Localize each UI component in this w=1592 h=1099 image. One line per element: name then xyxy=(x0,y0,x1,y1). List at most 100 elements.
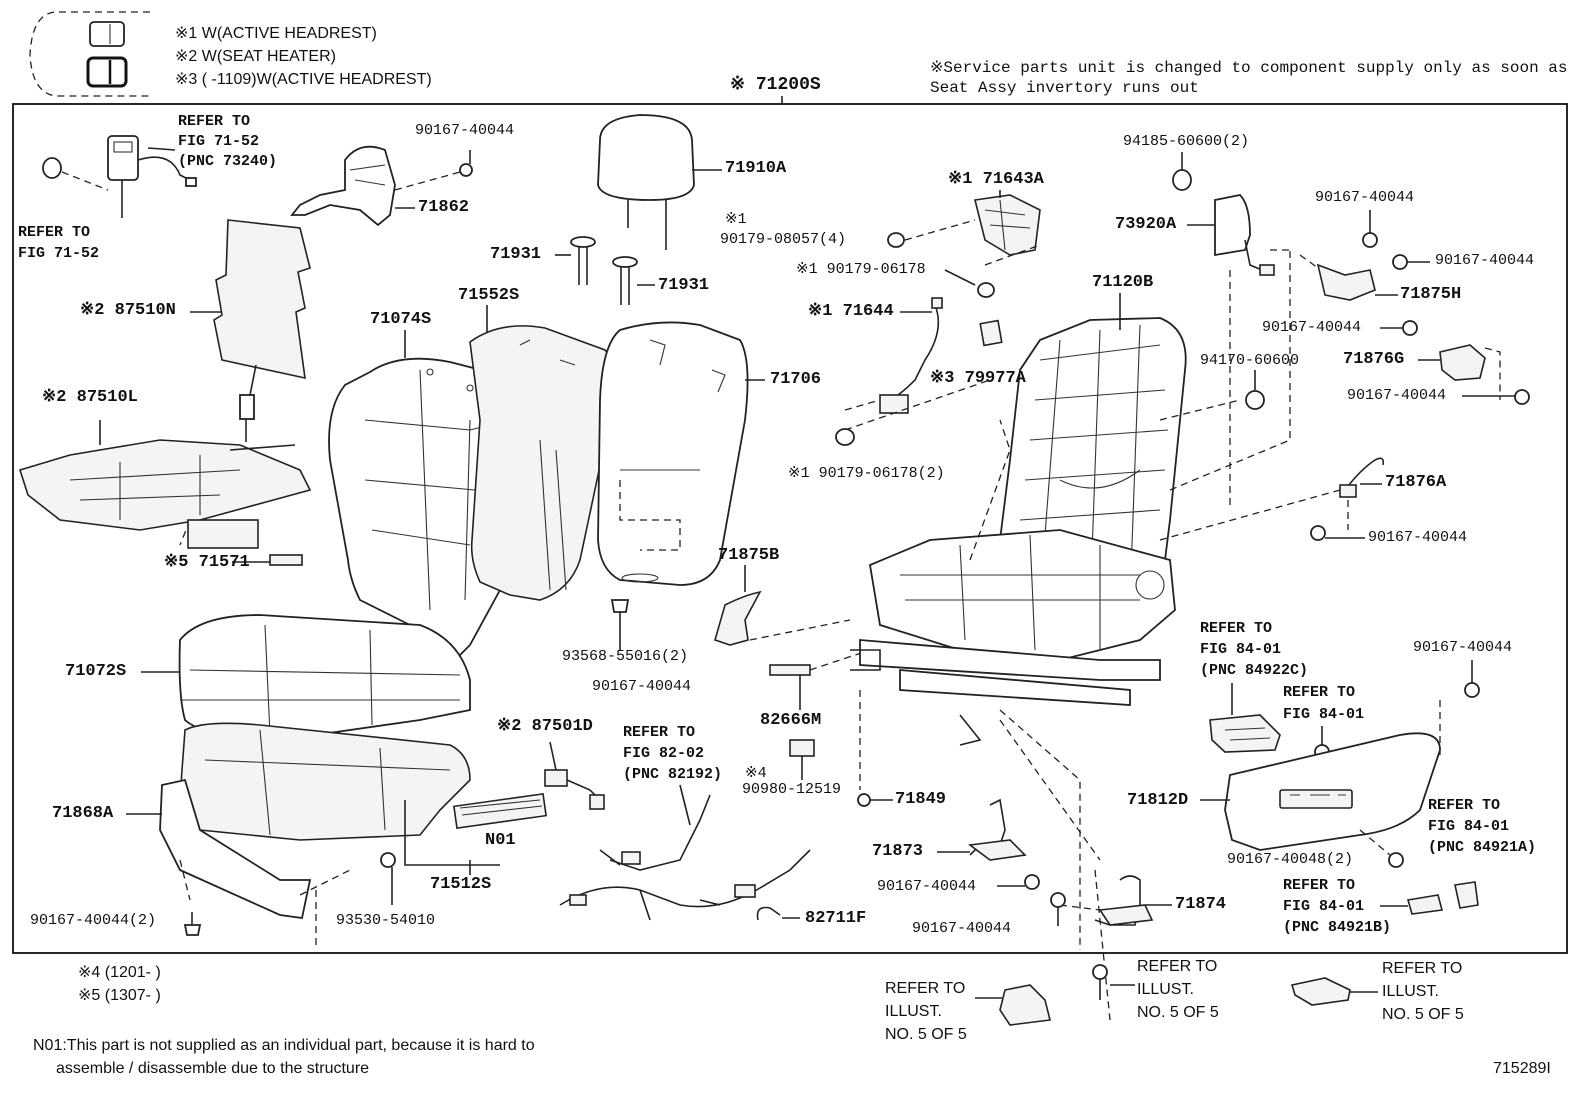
label-71120B: 71120B xyxy=(1092,273,1154,292)
seat-heater-87510N xyxy=(190,219,311,442)
label-71072S: 71072S xyxy=(65,662,127,681)
bracket-71874 xyxy=(1059,875,1172,926)
ref-belt-top-2: FIG 71-52 xyxy=(178,133,260,150)
assembly-label: ※ 71200S xyxy=(730,75,821,95)
ref-illust-1-2: ILLUST. xyxy=(885,1003,942,1020)
label-71876G: 71876G xyxy=(1343,350,1405,369)
label-71643A: ※1 71643A xyxy=(948,170,1044,189)
spacer-71571 xyxy=(232,554,303,566)
label-79977A xyxy=(979,319,1003,347)
label-90167-40048: 90167-40048(2) xyxy=(1227,851,1354,868)
label-93530-54010: 93530-54010 xyxy=(336,912,436,929)
label-90179-06178-2: ※1 90179-06178(2) xyxy=(788,465,945,482)
footnote-n01-line-2: assemble / disassemble due to the struct… xyxy=(56,1060,370,1077)
ref-illust-1-3: NO. 5 OF 5 xyxy=(885,1026,967,1043)
connector-90980 xyxy=(789,739,815,780)
screw-r6 xyxy=(1439,660,1480,760)
label-71512S: 71512S xyxy=(430,875,492,894)
bracket-71876G xyxy=(1418,344,1501,400)
ref-fig8401-d-2: FIG 84-01 xyxy=(1283,898,1365,915)
seat-heater-87510L xyxy=(18,420,312,549)
label-71874: 71874 xyxy=(1175,895,1227,914)
label-71931-a: 71931 xyxy=(490,245,542,264)
ref-illust-2-2: ILLUST. xyxy=(1137,981,1194,998)
footnote-x5: ※5 (1307- ) xyxy=(78,987,161,1004)
label-71875B: 71875B xyxy=(718,546,780,565)
bracket-71862 xyxy=(290,145,473,227)
cable-71644 xyxy=(844,297,991,431)
label-82711F: 82711F xyxy=(805,909,867,928)
headrest-71910A xyxy=(597,114,722,250)
label-90167-40044-top: 90167-40044 xyxy=(415,122,515,139)
screw-r1 xyxy=(1362,210,1378,248)
ref-fig8401-a-2: FIG 84-01 xyxy=(1200,641,1282,658)
label-x1: ※1 xyxy=(725,211,747,228)
label-79977A: ※3 79977A xyxy=(930,369,1026,388)
service-note-line-1: ※Service parts unit is changed to compon… xyxy=(930,59,1568,77)
seatback-frame-71706 xyxy=(597,321,765,586)
ref-illust-2-1: REFER TO xyxy=(1137,958,1218,975)
ref-illust-3-2: ILLUST. xyxy=(1382,983,1439,1000)
screw-c1 xyxy=(997,874,1040,890)
bracket-71512S xyxy=(404,800,500,875)
shield-71868A xyxy=(126,778,351,948)
knob-84921B xyxy=(1380,894,1444,915)
seat-belt-buckle xyxy=(42,135,197,218)
label-71876A: 71876A xyxy=(1385,473,1447,492)
label-71875H: 71875H xyxy=(1400,285,1462,304)
airbag-73920A xyxy=(1187,194,1275,276)
part-N01 xyxy=(453,792,547,830)
pin-71849 xyxy=(857,793,893,807)
dash-line-2 xyxy=(1159,270,1241,510)
label-90167-40044-mid: 90167-40044 xyxy=(592,678,692,695)
label-90167-40044-r1: 90167-40044 xyxy=(1315,189,1415,206)
screw-90167-40048 xyxy=(1388,852,1404,868)
label-71873: 71873 xyxy=(872,842,924,861)
ref-belt-top-1: REFER TO xyxy=(178,113,251,130)
ref-fig8202-2: FIG 82-02 xyxy=(623,745,705,762)
label-82666M: 82666M xyxy=(760,711,822,730)
footnote-x4: ※4 (1201- ) xyxy=(78,964,161,981)
ref-illust-3-3: NO. 5 OF 5 xyxy=(1382,1006,1464,1023)
label-90167-40044-r4: 90167-40044 xyxy=(1347,387,1447,404)
wire-harness xyxy=(559,784,811,921)
label-94170-60600: 94170-60600 xyxy=(1200,352,1300,369)
seat-icon-filled xyxy=(86,56,128,88)
ref-fig8401-d-3: (PNC 84921B) xyxy=(1283,919,1392,936)
seat-icon-outline xyxy=(89,21,125,47)
ref-fig8401-a-3: (PNC 84922C) xyxy=(1200,662,1309,679)
bolt-93568 xyxy=(610,599,630,650)
harness-87501D xyxy=(544,741,605,810)
lever-71876A xyxy=(1339,457,1385,530)
label-90179-08057: 90179-08057(4) xyxy=(720,231,847,248)
ref-illust-3-1: REFER TO xyxy=(1382,960,1463,977)
headrest-guide-b xyxy=(612,256,655,305)
ref-illust-2-3: NO. 5 OF 5 xyxy=(1137,1004,1219,1021)
main-frame xyxy=(12,103,1568,954)
cover-illust-3 xyxy=(1290,977,1378,1006)
bracket-71875H xyxy=(1299,254,1398,301)
ref-belt-side-2: FIG 71-52 xyxy=(18,245,100,262)
label-71910A: 71910A xyxy=(725,159,787,178)
label-93568-55016: 93568-55016(2) xyxy=(562,648,689,665)
label-73920A: 73920A xyxy=(1115,215,1177,234)
ref-fig8401-d-1: REFER TO xyxy=(1283,877,1356,894)
seatback-pad-71552S xyxy=(469,305,616,601)
cushion-cover-71072S xyxy=(141,614,471,741)
label-90167-40044-r3: 90167-40044 xyxy=(1262,319,1362,336)
label-71812D: 71812D xyxy=(1127,791,1189,810)
screw-r2 xyxy=(1392,254,1430,270)
ref-fig8401-c-2: FIG 84-01 xyxy=(1428,818,1510,835)
label-71644: ※1 71644 xyxy=(808,302,894,321)
label-90167-40044-r6: 90167-40044 xyxy=(1413,639,1513,656)
bracket-71873 xyxy=(937,798,1027,861)
ref-fig8401-a-1: REFER TO xyxy=(1200,620,1273,637)
clip-82666M xyxy=(769,649,871,710)
screw-r3 xyxy=(1380,320,1418,336)
ref-fig8401-b-2: FIG 84-01 xyxy=(1283,706,1365,723)
ref-belt-side-1: REFER TO xyxy=(18,224,91,241)
ref-fig8202-1: REFER TO xyxy=(623,724,696,741)
seat-tracks xyxy=(850,639,1161,950)
label-90167-40044-r5: 90167-40044 xyxy=(1368,529,1468,546)
